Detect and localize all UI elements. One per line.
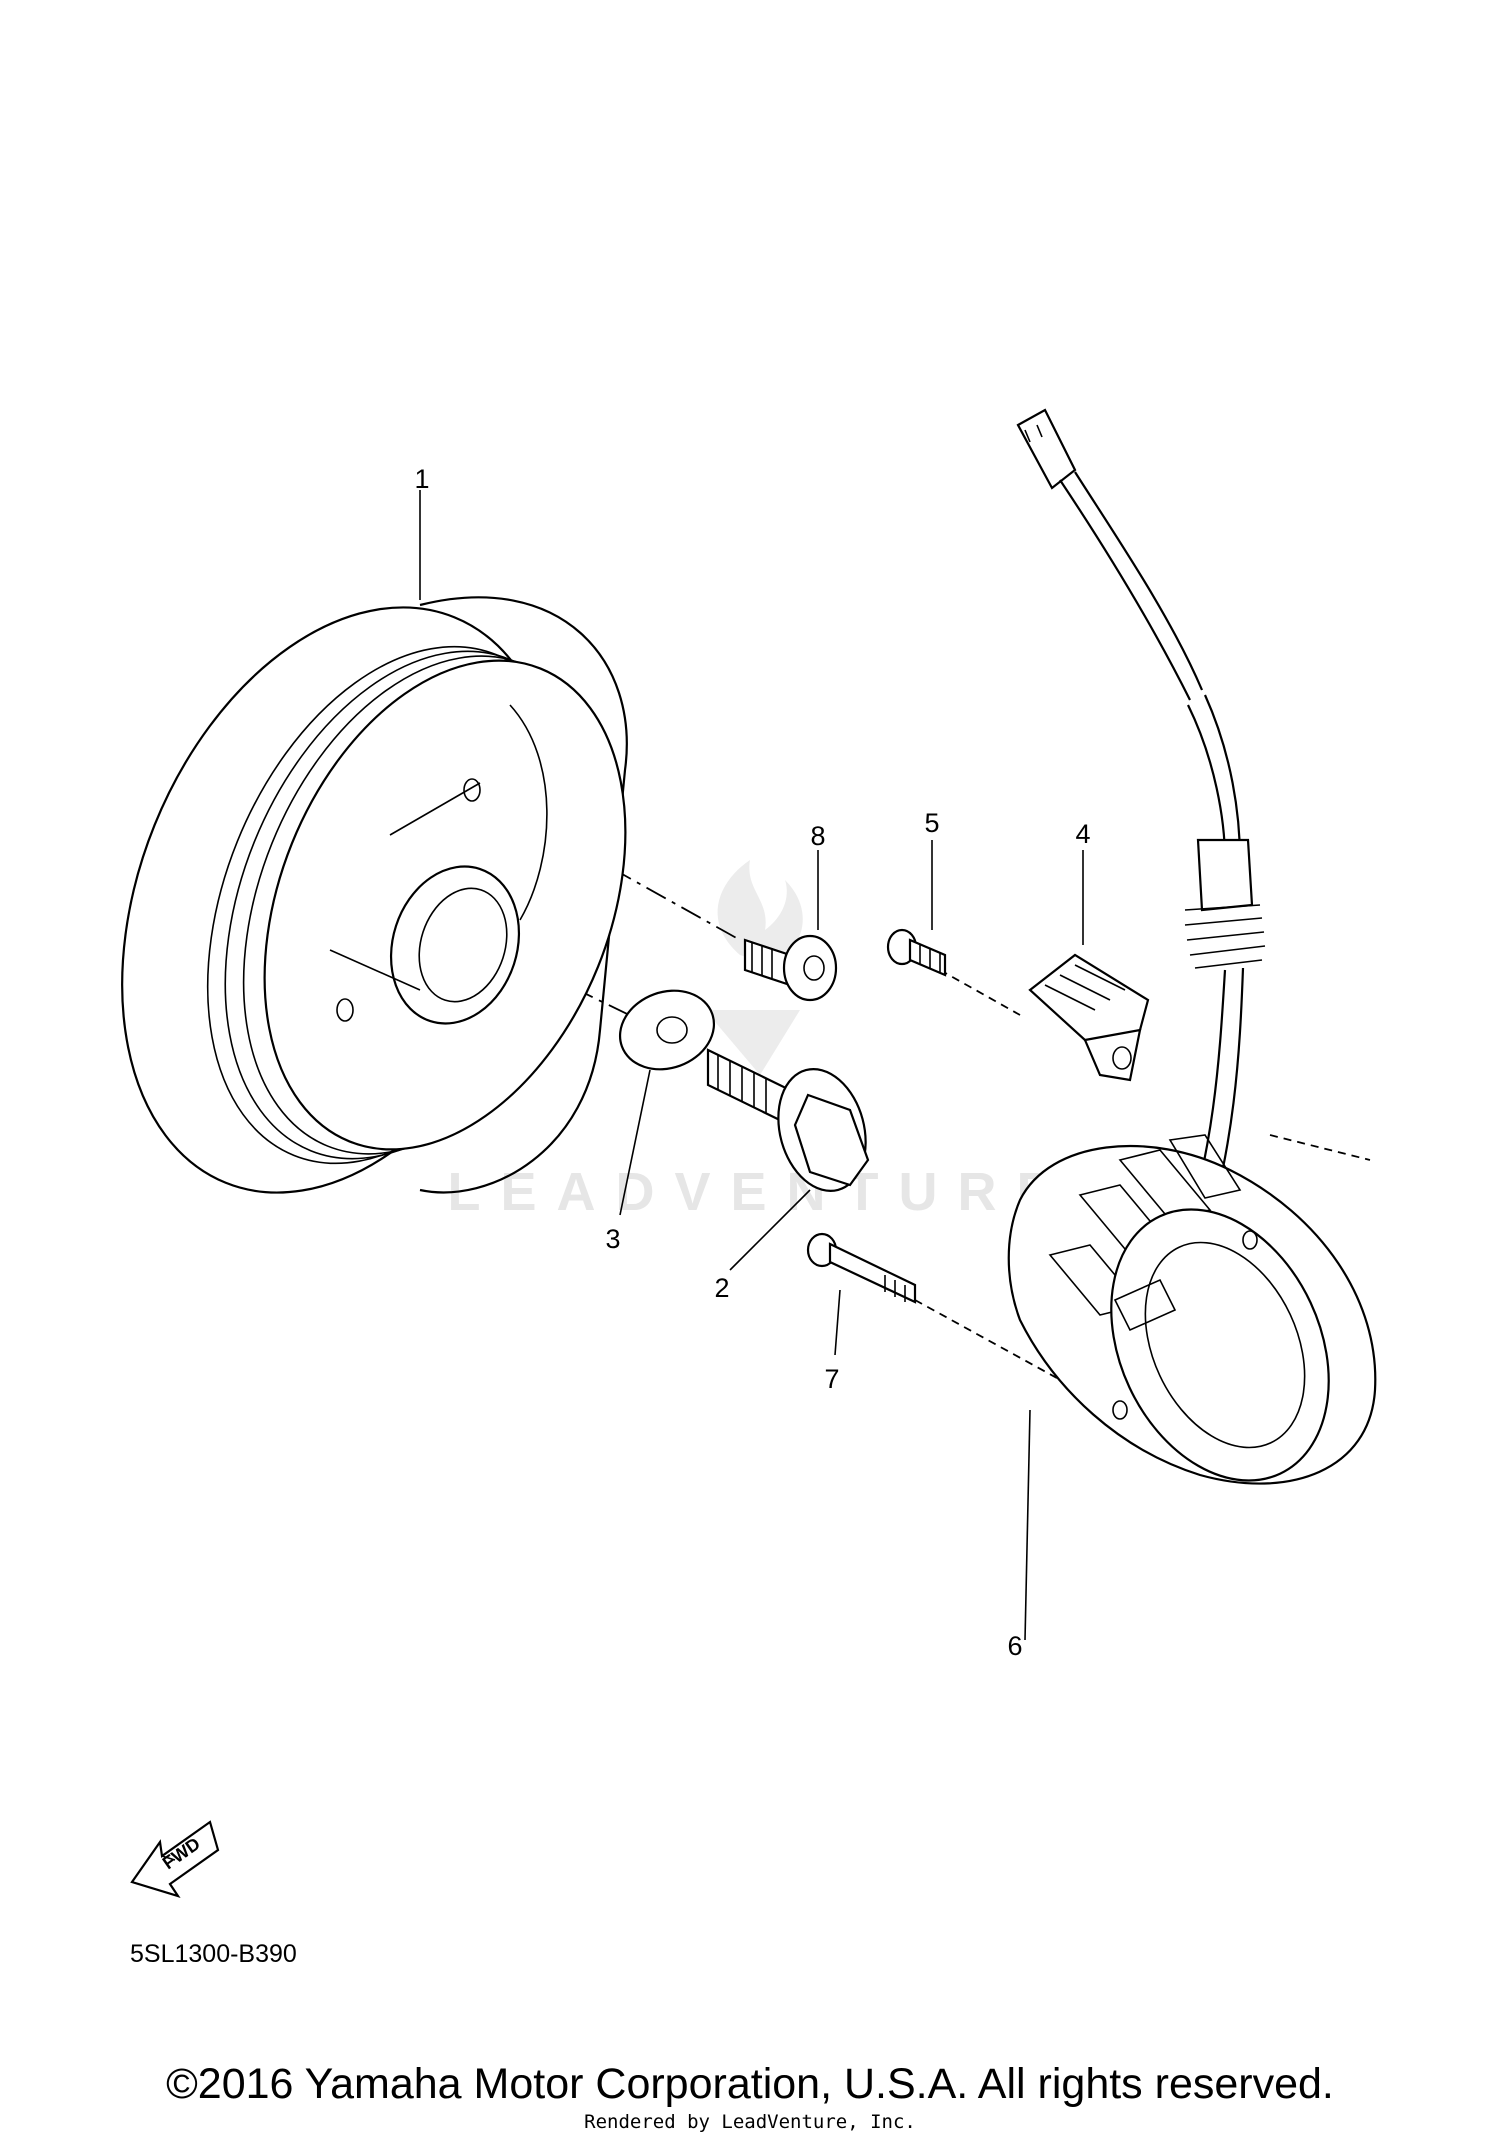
part-3-washer <box>618 989 716 1216</box>
watermark-text: LEADVENTURE <box>447 1162 1072 1222</box>
callout-5: 5 <box>924 808 939 838</box>
callout-3: 3 <box>605 1224 620 1254</box>
callout-4: 4 <box>1075 819 1090 849</box>
callout-6: 6 <box>1007 1631 1022 1661</box>
callout-8: 8 <box>810 821 825 851</box>
part-8-flange-bolt <box>743 850 838 1002</box>
leadventure-watermark: LEADVENTURE <box>447 860 1072 1222</box>
part-4-clamp <box>1028 850 1150 1082</box>
part-6-stator <box>1007 1134 1377 1641</box>
fwd-arrow-icon: FWD <box>130 1820 220 1898</box>
part-5-screw <box>886 840 947 977</box>
callout-1: 1 <box>414 464 429 494</box>
flywheel-rotor <box>121 490 628 1194</box>
copyright-notice: ©2016 Yamaha Motor Corporation, U.S.A. A… <box>166 2060 1334 2108</box>
diagram-code: 5SL1300-B390 <box>130 1940 297 1968</box>
rendered-by-notice: Rendered by LeadVenture, Inc. <box>584 2111 916 2133</box>
part-2-rotor-bolt <box>706 1048 870 1271</box>
part-7-long-bolt <box>806 1232 917 1356</box>
callout-2: 2 <box>714 1273 729 1303</box>
callout-7: 7 <box>824 1364 839 1394</box>
